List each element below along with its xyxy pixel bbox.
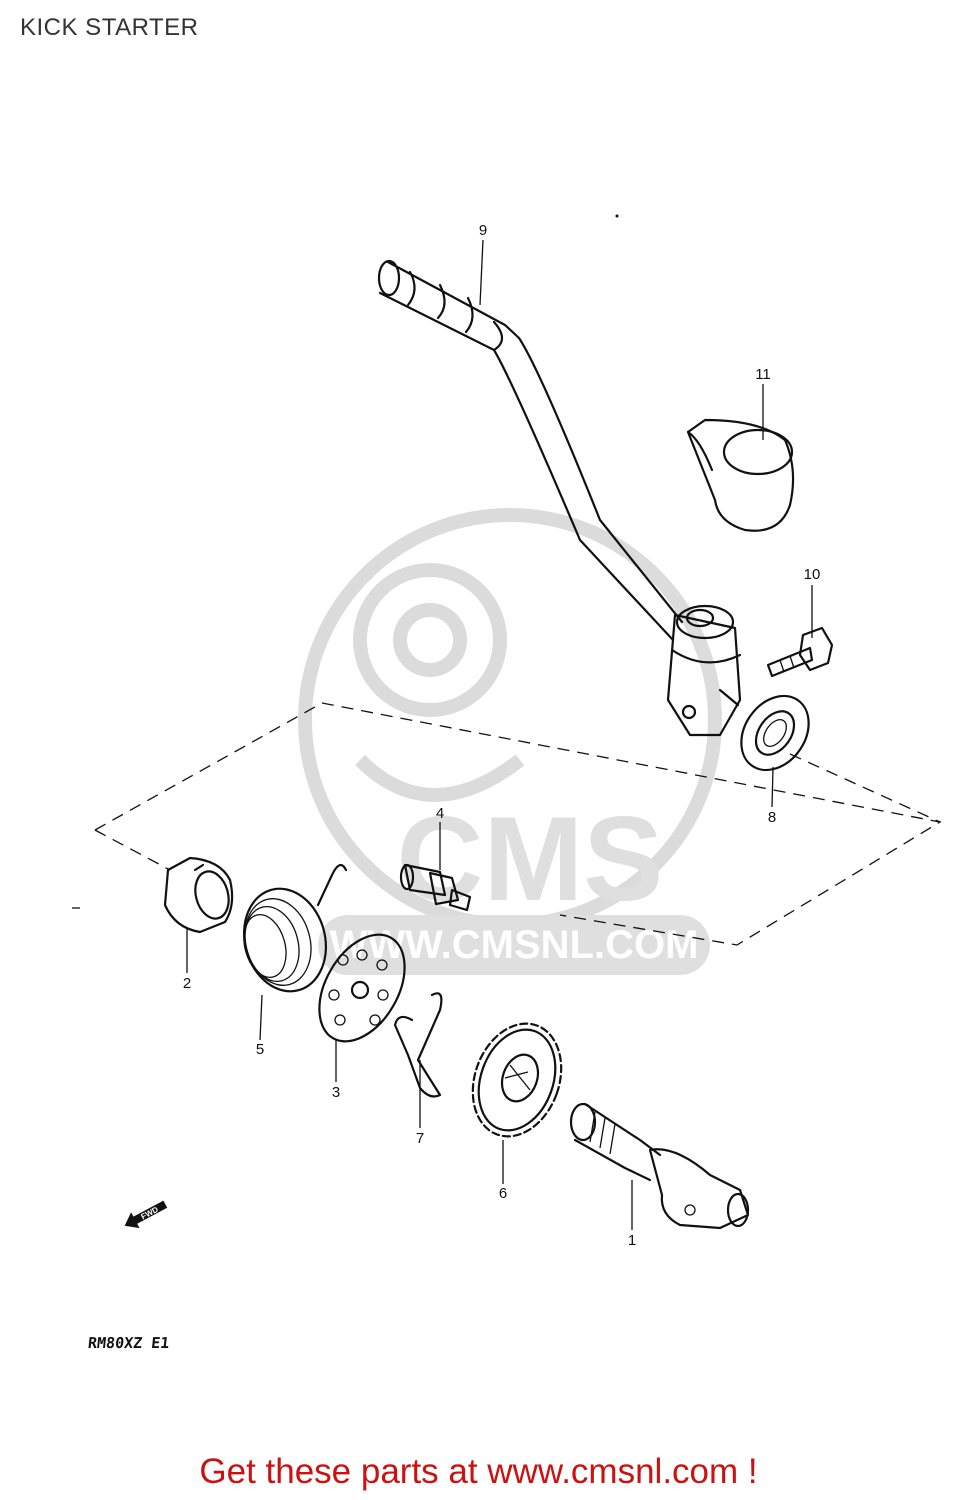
callout-10: 10 bbox=[804, 566, 821, 583]
callout-3: 3 bbox=[332, 1084, 340, 1101]
plate-part bbox=[318, 933, 406, 1043]
oil-seal-part bbox=[740, 694, 810, 772]
callout-6: 6 bbox=[499, 1185, 507, 1202]
callout-1: 1 bbox=[628, 1232, 636, 1249]
spring-part bbox=[242, 863, 348, 993]
callout-8: 8 bbox=[768, 809, 776, 826]
watermark-url-text: WWW.CMSNL.COM bbox=[330, 923, 699, 967]
diagram-code: RM80XZ E1 bbox=[87, 1334, 171, 1352]
callouts: 9 11 10 8 4 2 5 3 7 6 1 bbox=[183, 222, 821, 1249]
page-title: KICK STARTER bbox=[20, 14, 199, 41]
shaft-part bbox=[569, 1102, 750, 1230]
footer-link[interactable]: Get these parts at www.cmsnl.com ! bbox=[199, 1452, 758, 1491]
leader-lines bbox=[186, 239, 813, 1230]
watermark-logo: CMS WWW.CMSNL.COM bbox=[298, 508, 722, 975]
guide-stud-part bbox=[399, 863, 472, 912]
kick-lever-part bbox=[377, 259, 742, 737]
clip-part bbox=[393, 992, 443, 1098]
assembly-dash-lines bbox=[72, 214, 942, 946]
spacer-part bbox=[163, 856, 234, 934]
callout-2: 2 bbox=[183, 975, 191, 992]
callout-4: 4 bbox=[436, 805, 444, 822]
callout-5: 5 bbox=[256, 1041, 264, 1058]
callout-11: 11 bbox=[755, 366, 771, 383]
front-direction-icon: FWD bbox=[124, 1200, 168, 1229]
callout-7: 7 bbox=[416, 1130, 424, 1147]
callout-9: 9 bbox=[479, 222, 487, 239]
boot-part bbox=[686, 418, 795, 532]
gear-part bbox=[471, 1022, 563, 1138]
bolt-part bbox=[766, 626, 834, 678]
